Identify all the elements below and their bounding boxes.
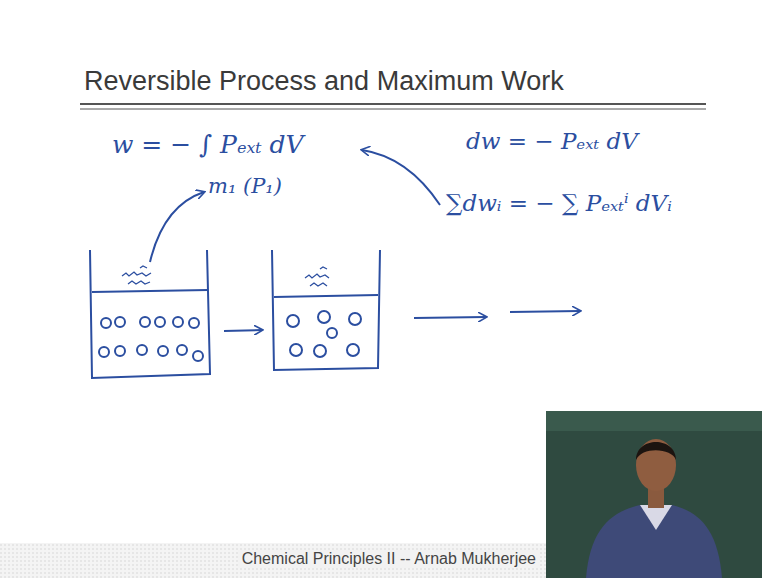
title-rule xyxy=(80,103,706,105)
footer-caption: Chemical Principles II -- Arnab Mukherje… xyxy=(238,550,540,568)
lecturer-video xyxy=(546,411,762,578)
work-differential: dw = − Pₑₓₜ dV xyxy=(466,128,638,154)
slide-title: Reversible Process and Maximum Work xyxy=(84,66,564,97)
pointer-arrow xyxy=(150,192,204,262)
beaker-1 xyxy=(90,250,210,378)
pointer-arrow xyxy=(362,150,440,205)
process-arrow xyxy=(224,330,262,331)
title-rule xyxy=(80,109,706,110)
mass-pressure-note: m₁ (P₁) xyxy=(208,174,282,198)
process-arrow xyxy=(414,317,486,318)
process-arrow xyxy=(510,311,580,312)
work-integral: w = − ∫ Pₑₓₜ dV xyxy=(112,130,304,159)
beaker-2 xyxy=(272,250,380,370)
work-sum: ∑dwᵢ = − ∑ Pₑₓₜⁱ dVᵢ xyxy=(446,190,672,216)
